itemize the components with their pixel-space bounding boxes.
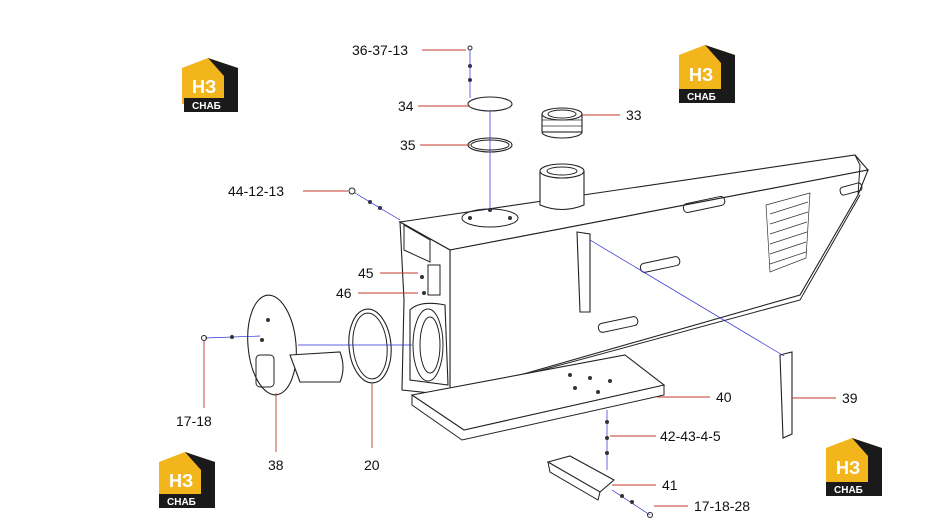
callout-39: 39 — [792, 390, 858, 406]
filler-cap-33 — [541, 107, 583, 139]
logo-subtitle: СНАБ — [687, 92, 716, 103]
callout-35: 35 — [400, 137, 470, 153]
label-45: 45 — [358, 265, 374, 281]
callout-44-12-13: 44-12-13 — [228, 183, 348, 199]
label-39: 39 — [842, 390, 858, 406]
gasket-20 — [348, 308, 392, 384]
callout-36-37-13: 36-37-13 — [352, 42, 466, 58]
callout-45: 45 — [358, 265, 418, 281]
logo-letters: НЗ — [169, 471, 193, 491]
callout-17-18-28: 17-18-28 — [654, 498, 750, 514]
label-34: 34 — [398, 98, 414, 114]
vent-grille — [765, 192, 811, 273]
brand-logo-top-left: НЗ СНАБ — [182, 58, 238, 112]
label-46: 46 — [336, 285, 352, 301]
callout-34: 34 — [398, 98, 470, 114]
callout-17-18: 17-18 — [176, 341, 212, 429]
logo-letters: НЗ — [836, 458, 860, 478]
brand-logo-top-right: НЗ СНАБ — [679, 45, 735, 103]
logo-letters: НЗ — [192, 77, 216, 97]
label-35: 35 — [400, 137, 416, 153]
label-42-43-4-5: 42-43-4-5 — [660, 428, 721, 444]
label-17-18-28: 17-18-28 — [694, 498, 750, 514]
brand-logo-bottom-left: НЗ СНАБ — [159, 452, 215, 508]
callout-41: 41 — [612, 477, 678, 493]
label-38: 38 — [268, 457, 284, 473]
callout-46: 46 — [336, 285, 418, 301]
tank-body — [398, 154, 870, 396]
logo-subtitle: СНАБ — [192, 101, 221, 112]
label-17-18: 17-18 — [176, 413, 212, 429]
label-33: 33 — [626, 107, 642, 123]
callout-20: 20 — [364, 383, 380, 473]
logo-letters: НЗ — [689, 65, 713, 85]
callout-38: 38 — [268, 393, 284, 473]
callout-42-43-4-5: 42-43-4-5 — [610, 428, 721, 444]
brand-logo-bottom-right: НЗ СНАБ — [826, 438, 882, 496]
label-41: 41 — [662, 477, 678, 493]
label-44-12-13: 44-12-13 — [228, 183, 284, 199]
label-40: 40 — [716, 389, 732, 405]
base-plate-40 — [410, 354, 666, 441]
callout-33: 33 — [582, 107, 642, 123]
label-36-37-13: 36-37-13 — [352, 42, 408, 58]
logo-subtitle: СНАБ — [834, 485, 863, 496]
label-20: 20 — [364, 457, 380, 473]
end-plate-38 — [247, 294, 344, 396]
bolt-17-18 — [201, 335, 207, 341]
bracket-41 — [546, 455, 615, 501]
cover-plate-34 — [467, 96, 513, 112]
logo-subtitle: СНАБ — [167, 497, 196, 508]
callout-40: 40 — [657, 389, 732, 405]
strip-39 — [576, 231, 793, 439]
